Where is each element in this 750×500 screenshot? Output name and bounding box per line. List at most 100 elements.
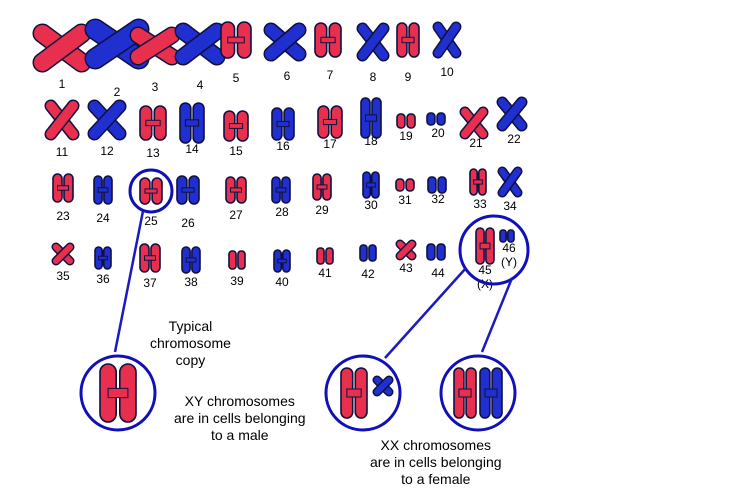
chromosome-46 bbox=[499, 229, 515, 243]
chromosome-43 bbox=[395, 239, 417, 261]
chromosome-number-label: 36 bbox=[96, 272, 110, 286]
caption-xx-female: XX chromosomes are in cells belonging to… bbox=[370, 437, 502, 488]
chromosome-number-label: 27 bbox=[229, 208, 243, 222]
chromosome-number-label: 22 bbox=[507, 132, 521, 146]
chromosome-number-label: 1 bbox=[59, 77, 66, 91]
chromosome-number-label: 45 bbox=[478, 263, 492, 277]
chromosome-35 bbox=[51, 242, 75, 266]
chromosome-44 bbox=[426, 243, 446, 261]
chromosome-number-label: 43 bbox=[399, 261, 413, 275]
chromosome-24 bbox=[93, 175, 113, 205]
enlarged-chromosome-typical bbox=[99, 363, 137, 423]
chromosome-number-label: 26 bbox=[181, 216, 195, 230]
chromosome-number-label: 32 bbox=[431, 192, 445, 206]
chromosome-number-label: 37 bbox=[143, 276, 157, 290]
chromosome-5 bbox=[220, 21, 252, 59]
chromosome-11 bbox=[44, 99, 80, 141]
highlight-circle-25 bbox=[128, 168, 174, 214]
chromosome-number-label: 29 bbox=[315, 203, 329, 217]
chromosome-number-label: 39 bbox=[230, 274, 244, 288]
chromosome-9 bbox=[396, 22, 420, 58]
chromosome-number-label: 24 bbox=[96, 211, 110, 225]
enlarged-chromosome-y bbox=[372, 375, 394, 397]
chromosome-30 bbox=[362, 171, 380, 199]
chromosome-28 bbox=[271, 176, 291, 204]
chromosome-number-label: 46 bbox=[502, 241, 516, 255]
zoom-callouts bbox=[79, 168, 530, 432]
chromosome-number-label: 10 bbox=[440, 65, 454, 79]
chromosome-27 bbox=[225, 176, 247, 204]
chromosome-38 bbox=[181, 246, 201, 274]
chromosome-number-label: 42 bbox=[361, 267, 375, 281]
chromosome-36 bbox=[94, 246, 112, 270]
chromosome-1 bbox=[32, 23, 92, 73]
chromosome-number-label: 15 bbox=[229, 144, 243, 158]
chromosome-14 bbox=[179, 102, 205, 144]
chromosome-15 bbox=[223, 110, 249, 142]
caption-line: XY chromosomes bbox=[184, 393, 295, 409]
caption-line: to a female bbox=[401, 471, 471, 487]
chromosome-number-label: 4 bbox=[197, 78, 204, 92]
chromosome-number-label: 35 bbox=[56, 269, 70, 283]
chromosome-number-label: 8 bbox=[370, 70, 377, 84]
chromosome-12 bbox=[87, 99, 127, 141]
chromosome-number-label: 21 bbox=[469, 136, 483, 150]
caption-line: chromosome bbox=[150, 335, 231, 351]
chromosome-10 bbox=[432, 21, 462, 59]
connector-line bbox=[480, 277, 514, 353]
chromosome-31 bbox=[395, 178, 415, 192]
chromosome-number-label: 19 bbox=[399, 129, 413, 143]
chromosome-23 bbox=[52, 173, 74, 203]
chromosome-number-label: 12 bbox=[100, 144, 114, 158]
chromosome-number-label: 20 bbox=[431, 126, 445, 140]
chromosome-number-label: 6 bbox=[284, 69, 291, 83]
chromosome-number-label: 38 bbox=[184, 275, 198, 289]
chromosome-13 bbox=[139, 105, 167, 141]
chromosome-number-label: 5 bbox=[233, 71, 240, 85]
chromosome-37 bbox=[139, 243, 161, 273]
chromosome-6 bbox=[263, 22, 307, 62]
chromosome-45 bbox=[475, 227, 495, 265]
chromosome-42 bbox=[359, 244, 377, 262]
caption-line: Typical bbox=[168, 318, 213, 334]
chromosome-8 bbox=[356, 22, 390, 62]
chromosome-number-label: 28 bbox=[275, 205, 289, 219]
sex-chromosome-label: (Y) bbox=[501, 255, 517, 269]
enlarged-chromosome-x bbox=[479, 367, 503, 419]
chromosome-16 bbox=[271, 107, 295, 141]
chromosome-25 bbox=[139, 177, 163, 205]
enlarged-chromosome-x bbox=[453, 367, 477, 419]
chromosome-number-label: 31 bbox=[398, 193, 412, 207]
chromosome-number-label: 33 bbox=[473, 197, 487, 211]
chromosome-number-label: 14 bbox=[185, 142, 199, 156]
chromosome-33 bbox=[469, 168, 487, 196]
chromosome-40 bbox=[273, 249, 291, 273]
chromosome-4 bbox=[174, 22, 226, 66]
chromosome-20 bbox=[426, 112, 446, 126]
chromosome-number-label: 44 bbox=[431, 266, 445, 280]
caption-line: XX chromosomes bbox=[380, 437, 491, 453]
caption-line: to a male bbox=[210, 427, 269, 443]
chromosome-number-label: 2 bbox=[114, 85, 121, 99]
chromosome-number-label: 25 bbox=[144, 214, 158, 228]
connector-line bbox=[113, 210, 145, 353]
chromosome-3 bbox=[129, 26, 181, 66]
chromosome-41 bbox=[316, 247, 334, 265]
chromosome-18 bbox=[360, 97, 382, 139]
chromosome-number-label: 30 bbox=[364, 198, 378, 212]
chromosome-number-label: 13 bbox=[146, 146, 160, 160]
chromosome-number-label: 17 bbox=[323, 137, 337, 151]
chromosome-number-label: 40 bbox=[275, 275, 289, 289]
zoom-circle-xy bbox=[324, 354, 402, 432]
chromosome-number-label: 11 bbox=[56, 145, 69, 159]
chromosome-32 bbox=[427, 176, 447, 194]
chromosome-22 bbox=[496, 96, 528, 132]
chromosome-number-label: 3 bbox=[152, 80, 159, 94]
connector-line bbox=[384, 267, 467, 359]
chromosome-21 bbox=[459, 106, 489, 140]
chromosome-number-label: 18 bbox=[364, 134, 378, 148]
caption-xy-male: XY chromosomes are in cells belonging to… bbox=[174, 393, 306, 444]
chromosome-number-label: 9 bbox=[405, 70, 412, 84]
chromosome-number-label: 16 bbox=[276, 139, 290, 153]
chromosome-26 bbox=[176, 175, 200, 205]
